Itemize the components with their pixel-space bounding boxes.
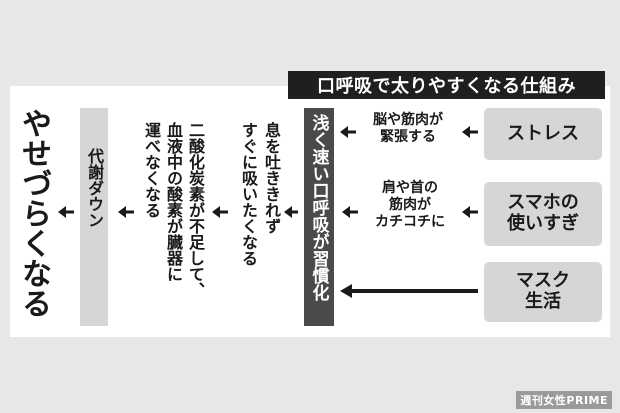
effect-stiffness-line2: 筋肉が (389, 196, 431, 213)
cause-smartphone-line2: 使いすぎ (507, 213, 579, 234)
effect-stiffness-line3: カチコチに (375, 213, 445, 230)
diagram-title: 口呼吸で太りやすくなる仕組み (288, 71, 605, 99)
metabolism-strip: 代謝ダウン (80, 108, 108, 326)
effect-tension: 脳や筋肉が 緊張する (358, 112, 458, 146)
effect-stiffness-line1: 肩や首の (382, 180, 438, 196)
habit-strip: 浅く速い口呼吸が習慣化 (304, 108, 334, 326)
arrow-habit-to-breath (284, 206, 298, 218)
breath-col-2: すぐに吸いたくなる (239, 122, 258, 266)
arrow-smartphone-to-stiffness (462, 206, 478, 218)
co2-col-2: 血液中の酸素が臓器に (164, 122, 183, 282)
arrow-breath-to-co2 (212, 206, 228, 218)
arrow-mask-to-habit (340, 284, 478, 298)
arrow-metabolism-to-result (58, 206, 74, 218)
result-text: やせづらくなる (16, 108, 51, 318)
arrow-co2-to-metabolism (118, 206, 134, 218)
habit-strip-label: 浅く速い口呼吸が習慣化 (308, 114, 329, 301)
cause-box-stress: ストレス (484, 108, 602, 160)
cause-box-smartphone: スマホの 使いすぎ (484, 182, 602, 246)
effect-stiffness: 肩や首の 筋肉が カチコチに (362, 180, 458, 230)
cause-mask-line2: 生活 (525, 291, 561, 312)
cause-mask-line1: マスク (516, 270, 570, 292)
publisher-watermark: 週刊女性PRIME (516, 391, 612, 409)
arrow-tension-to-habit (340, 126, 356, 138)
cause-smartphone-line1: スマホの (507, 192, 579, 214)
effect-tension-line2: 緊張する (380, 128, 436, 145)
cause-stress-label: ストレス (507, 122, 579, 144)
metabolism-strip-label: 代謝ダウン (85, 148, 104, 228)
breath-col-1: 息を吐ききれず (262, 122, 281, 234)
effect-tension-line1: 脳や筋肉が (373, 112, 443, 128)
co2-col-1: 二酸化炭素が不足して、 (186, 122, 205, 298)
arrow-stress-to-tension (462, 126, 478, 138)
cause-box-mask: マスク 生活 (484, 262, 602, 322)
arrow-stiffness-to-habit (342, 206, 358, 218)
co2-col-3: 運べなくなる (142, 122, 161, 218)
